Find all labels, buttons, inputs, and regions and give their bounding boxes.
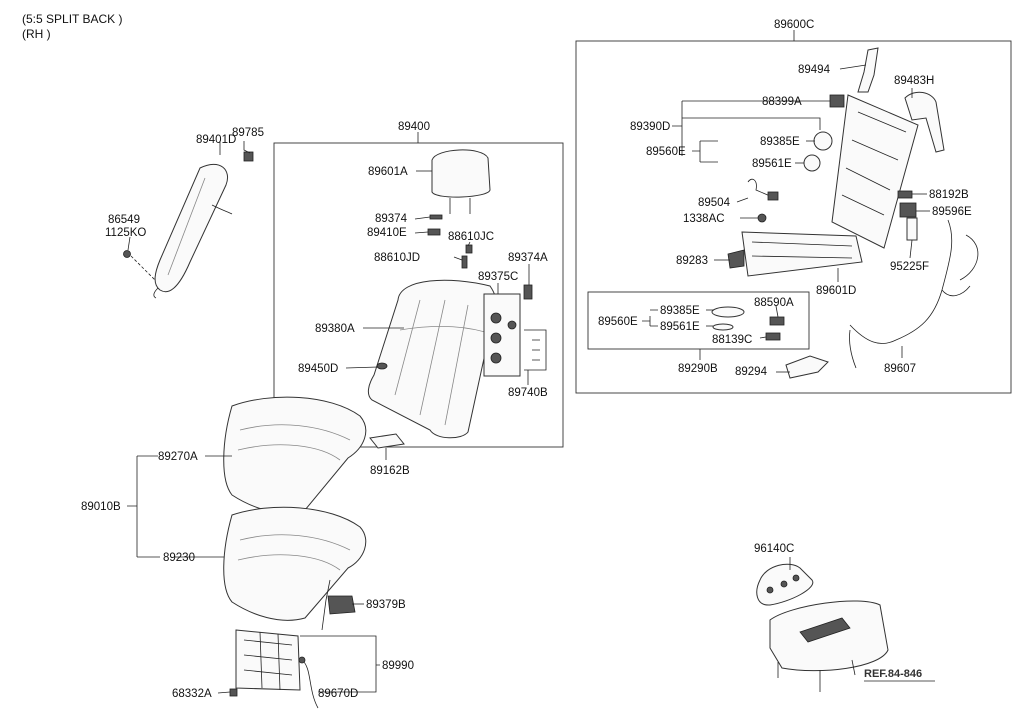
label-89504: 89504 [698, 197, 731, 209]
screw-86549 [123, 250, 156, 281]
label-89385E-box: 89385E [660, 305, 700, 317]
bladder-89385E [813, 131, 833, 151]
lock-88610JD [461, 255, 468, 269]
label-89560E-top: 89560E [646, 146, 686, 158]
label-89380A: 89380A [315, 323, 355, 335]
ref-link[interactable]: REF.84-846 [864, 668, 935, 682]
label-1338AC: 1338AC [683, 213, 725, 225]
pump-box-88590A [769, 316, 785, 326]
cushion-pad-89230 [223, 506, 367, 621]
label-1125KO: 1125KO [105, 227, 146, 239]
armrest-box [769, 600, 889, 692]
frame-89290B [587, 291, 810, 350]
module-95225F [906, 217, 918, 241]
label-89379B: 89379B [366, 599, 406, 611]
bladder-box-89561E [712, 323, 734, 331]
valve-89374A [523, 284, 533, 300]
label-89290B: 89290B [678, 363, 718, 375]
leader-lines [127, 64, 930, 694]
sensor-88192B [897, 190, 913, 199]
label-89670D: 89670D [318, 688, 358, 700]
guide-89374 [429, 214, 443, 220]
label-89375C: 89375C [478, 271, 518, 283]
hose-89294 [785, 355, 829, 379]
label-89400: 89400 [398, 121, 430, 133]
nut-1338AC [757, 213, 767, 223]
lock-88610JC [465, 244, 473, 254]
label-89401D: 89401D [196, 134, 236, 146]
label-88610JD: 88610JD [374, 252, 420, 264]
label-96140C: 96140C [754, 543, 794, 555]
header-split-back: (5:5 SPLIT BACK ) [22, 12, 122, 26]
label-88192B: 88192B [929, 189, 969, 201]
label-89374A: 89374A [508, 252, 548, 264]
pump-88399A [829, 94, 845, 108]
bladder-89561E [803, 154, 821, 172]
label-89294: 89294 [735, 366, 768, 378]
frame-89990 [235, 629, 319, 709]
clip-89785 [243, 151, 254, 162]
cushion-cover-89270A [223, 396, 367, 514]
label-89450D: 89450D [298, 363, 338, 375]
label-89600C: 89600C [774, 19, 814, 31]
module-89379B [321, 579, 356, 631]
seatback-89380A [367, 279, 498, 439]
label-68332A: 68332A [172, 688, 212, 700]
label-89230: 89230 [163, 552, 195, 564]
bladder-box-89385E [711, 306, 745, 318]
label-89483H: 89483H [894, 75, 934, 87]
label-89390D: 89390D [630, 121, 670, 133]
massage-89375C [483, 293, 521, 377]
label-88399A: 88399A [762, 96, 802, 108]
side-trim-89401D [153, 163, 233, 299]
label-89785: 89785 [232, 127, 264, 139]
label-89560E-box: 89560E [598, 316, 638, 328]
label-89283: 89283 [676, 255, 708, 267]
label-89410E: 89410E [367, 227, 407, 239]
bracket-89740B [524, 329, 547, 371]
headrest-89601A [431, 149, 491, 214]
label-89494: 89494 [798, 64, 831, 76]
label-89740B: 89740B [508, 387, 548, 399]
label-89385E-top: 89385E [760, 136, 800, 148]
bolt-68332A [229, 688, 238, 697]
label-95225F: 95225F [890, 261, 929, 273]
harness-89504 [747, 178, 779, 201]
cover-89450D [376, 362, 388, 370]
label-88139C: 88139C [712, 334, 752, 346]
label-89374: 89374 [375, 213, 408, 225]
label-89596E: 89596E [932, 206, 972, 218]
valve-box-88139C [765, 332, 781, 341]
guide-89410E [427, 228, 441, 236]
label-86549: 86549 [108, 214, 140, 226]
label-89601D: 89601D [816, 285, 856, 297]
label-89162B: 89162B [370, 465, 410, 477]
frame-89600C [575, 40, 1012, 394]
back-frame-89601D [741, 94, 919, 277]
label-89270A: 89270A [158, 451, 198, 463]
label-88610JC: 88610JC [448, 231, 494, 243]
bracket-89283 [727, 249, 745, 269]
harness-89607 [849, 219, 979, 369]
label-89561E-box: 89561E [660, 321, 700, 333]
header-rh: (RH ) [22, 27, 51, 41]
bracket-89494 [857, 47, 879, 93]
label-89990: 89990 [382, 660, 414, 672]
mat-89162B [369, 433, 405, 449]
label-89561E-top: 89561E [752, 158, 792, 170]
label-89601A: 89601A [368, 166, 408, 178]
cover-89483H [904, 91, 945, 153]
frame-89400 [273, 142, 564, 448]
unit-89596E [899, 202, 917, 218]
label-88590A: 88590A [754, 297, 794, 309]
label-89607: 89607 [884, 363, 916, 375]
label-89010B: 89010B [81, 501, 121, 513]
remote-96140C [756, 563, 814, 606]
ref-84-846-label[interactable]: REF.84-846 [864, 668, 922, 680]
